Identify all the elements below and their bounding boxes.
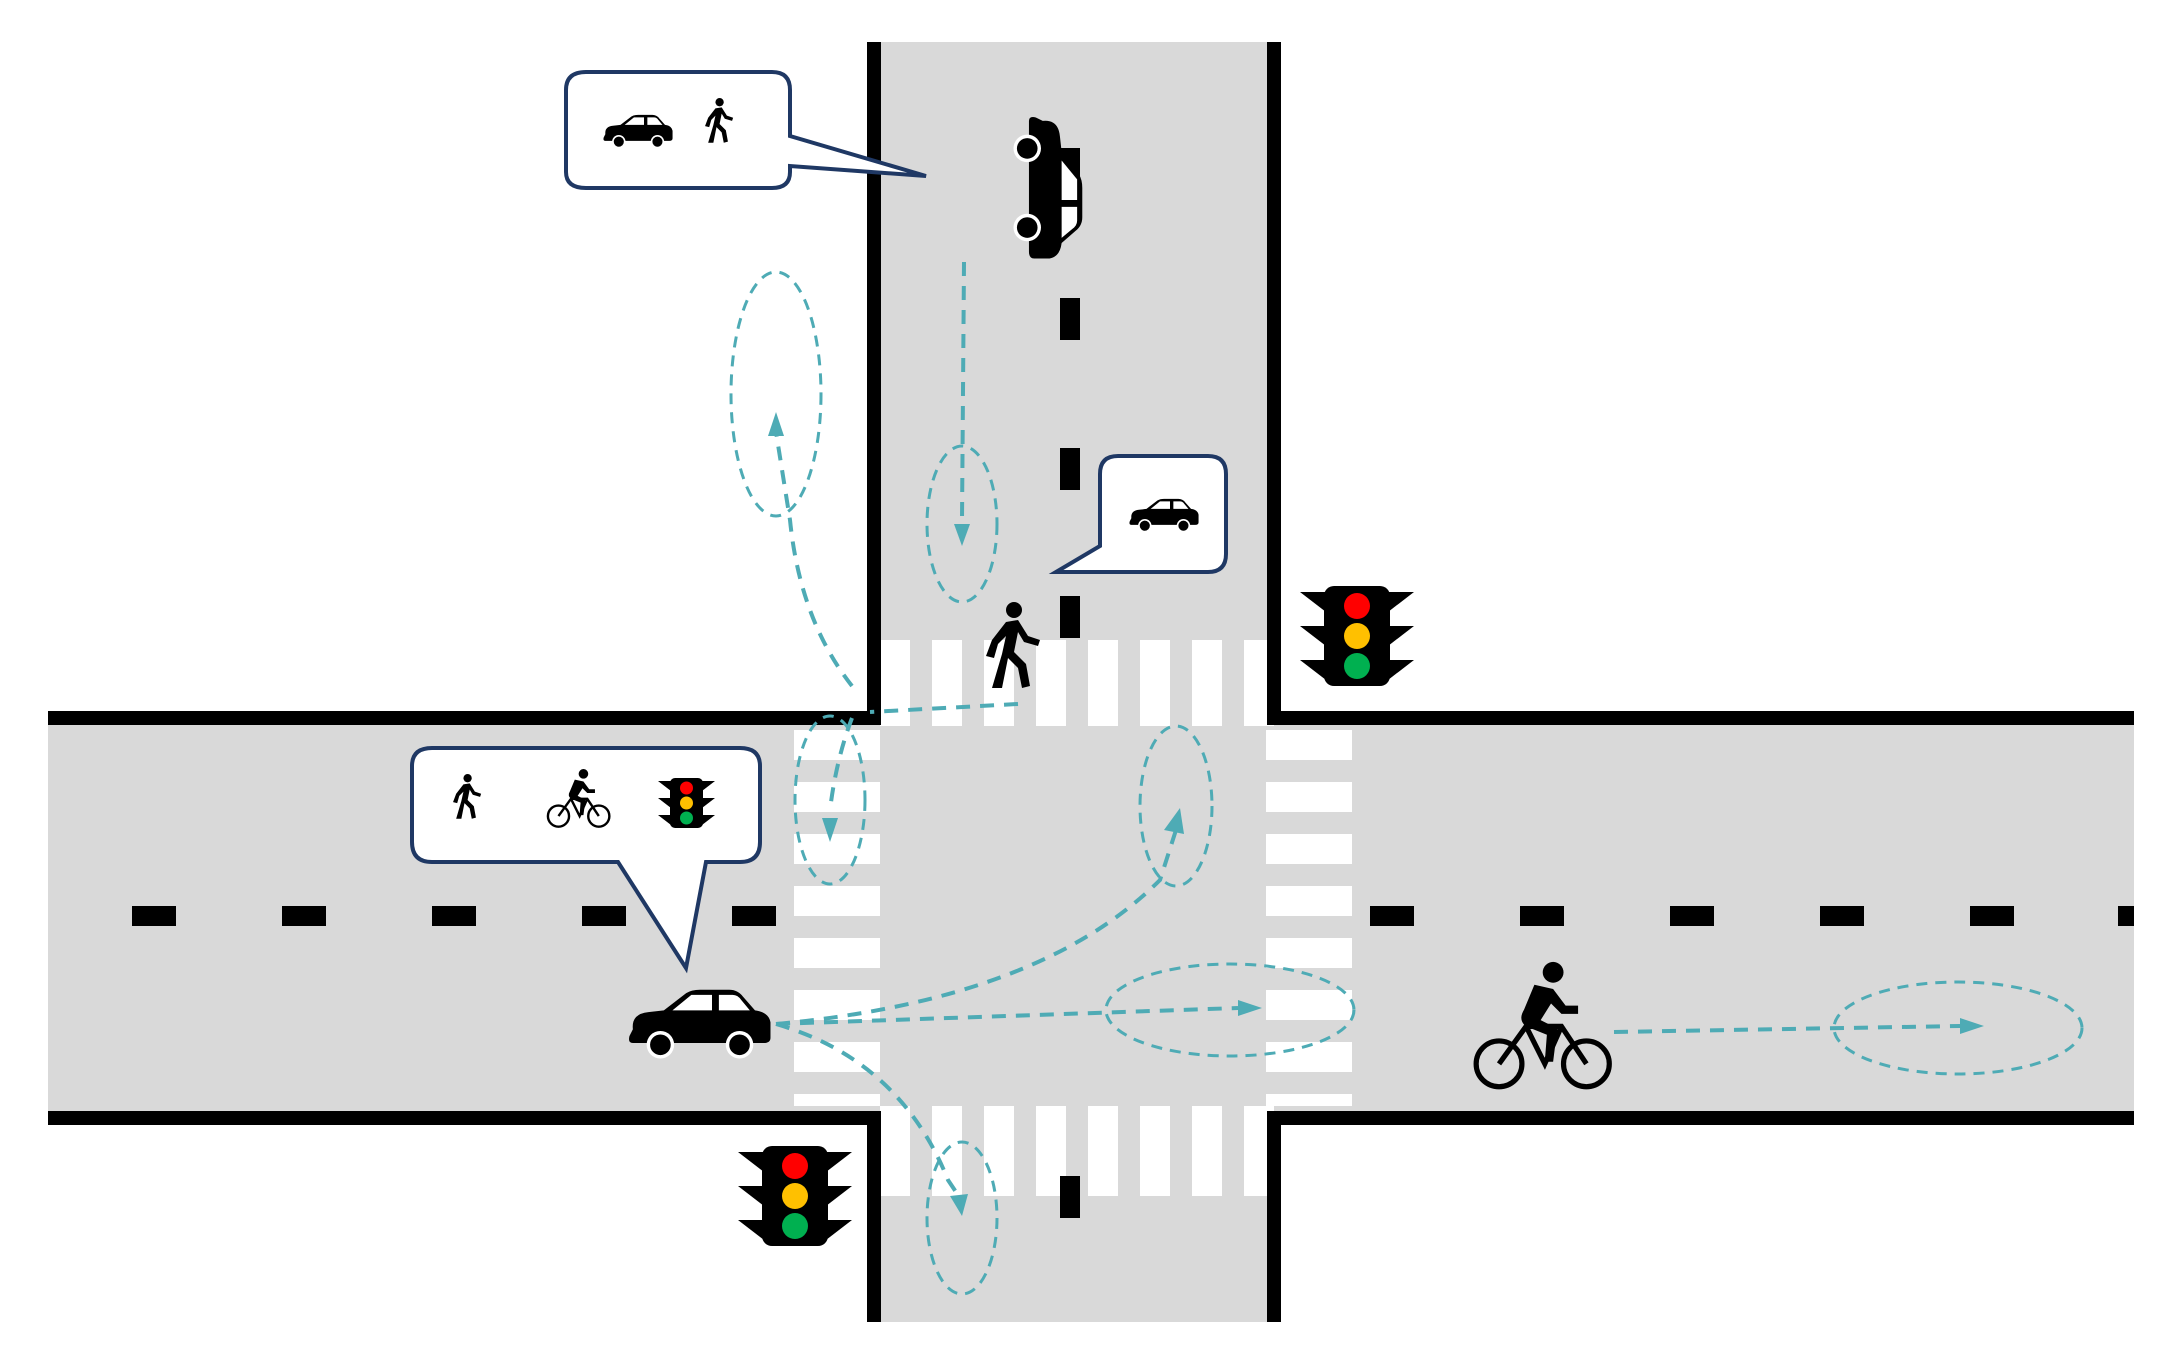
traffic-light-northeast-icon <box>1300 586 1414 686</box>
road-edges <box>48 42 2134 1322</box>
bubble-top-car <box>564 70 927 190</box>
lane-markings-horizontal <box>132 906 2134 926</box>
trajectories <box>729 261 2084 1296</box>
bubble-ego-car <box>410 746 762 974</box>
traffic-light-southwest-icon <box>738 1146 852 1246</box>
crosswalk-east <box>1266 730 1352 1106</box>
bubble-traffic-light-icon <box>658 778 715 828</box>
crosswalk-south <box>880 1106 1274 1196</box>
bubble-pedestrian <box>1048 454 1228 574</box>
crosswalk-west <box>794 730 880 1106</box>
